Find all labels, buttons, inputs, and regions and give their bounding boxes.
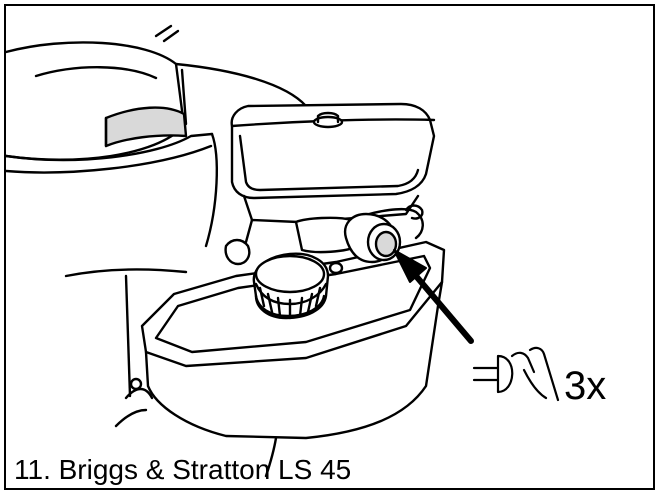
air-cleaner-cover xyxy=(224,102,436,266)
fuel-cap xyxy=(252,252,344,320)
arrow-pointer xyxy=(393,249,474,344)
squeeze-primer-bulb-icon xyxy=(472,346,560,402)
engine-housing xyxy=(6,24,308,398)
figure-caption: 11. Briggs & Stratton LS 45 xyxy=(14,454,352,485)
figure-frame: 3x 11. Briggs & Stratton LS 45 xyxy=(4,4,655,490)
primer-bulb xyxy=(366,222,402,262)
engine-illustration xyxy=(6,24,560,478)
repeat-count-label: 3x xyxy=(564,364,607,408)
